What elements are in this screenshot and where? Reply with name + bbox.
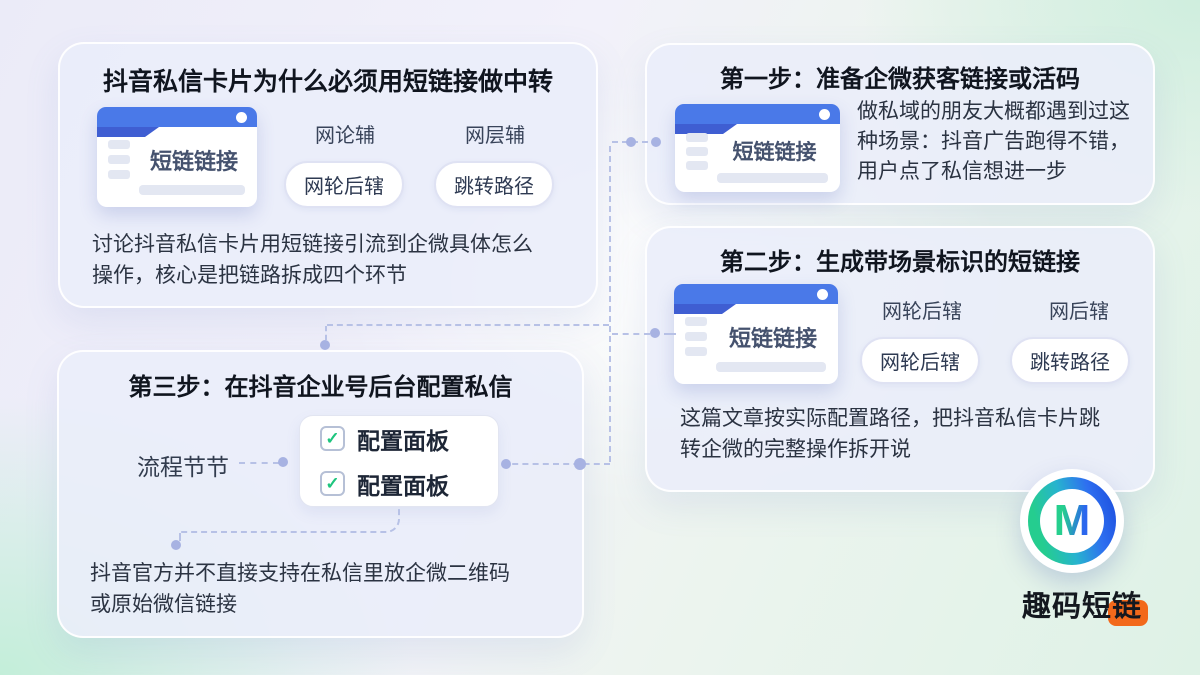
step2-pill-1: 网轮后辖	[860, 337, 980, 384]
connector-dot	[651, 137, 661, 147]
window-header	[97, 107, 257, 127]
connector-step2-stub	[664, 333, 676, 335]
card-step1-title: 第一步：准备企微获客链接或活码	[720, 66, 1080, 93]
window-bottom-bar	[716, 362, 826, 372]
window-tab	[97, 127, 159, 137]
intro-pill-1: 网轮后辖	[284, 161, 404, 208]
step3-body-text: 抖音官方并不直接支持在私信里放企微二维码或原始微信链接	[90, 562, 510, 616]
window-header	[675, 104, 840, 124]
window-text-bars	[108, 140, 130, 179]
connector-panel-to-spine	[502, 463, 610, 465]
window-dot-icon	[817, 289, 828, 300]
config-row: ✓ 配置面板	[320, 467, 478, 501]
brand-name: 趣码短链	[1022, 591, 1143, 623]
brand-logo: M	[1020, 469, 1124, 573]
intro-pill-2: 跳转路径	[434, 161, 554, 208]
connector-dot	[626, 137, 636, 147]
window-dot-icon	[819, 109, 830, 120]
card-step1: 第一步：准备企微获客链接或活码 短链链接 做私域的朋友大概都遇到过这种场景：抖音…	[645, 43, 1155, 205]
card-step3-title: 第三步：在抖音企业号后台配置私信	[128, 374, 513, 401]
shortlink-window-illustration: 短链链接	[674, 284, 838, 384]
window-label: 短链链接	[732, 141, 817, 164]
checkbox-checked-icon: ✓	[320, 471, 345, 496]
logo-gradient-ring-icon: M	[1028, 477, 1116, 565]
panel-connector-dot	[171, 540, 181, 550]
intro-tag-2: 网层辅	[465, 125, 525, 147]
window-label: 短链链接	[149, 149, 238, 174]
window-label: 短链链接	[728, 326, 817, 351]
window-bottom-bar	[717, 173, 828, 183]
step2-body-text: 这篇文章按实际配置路径，把抖音私信卡片跳转企微的完整操作拆开说	[680, 407, 1100, 461]
window-bottom-bar	[139, 185, 245, 195]
window-text-bars	[686, 133, 708, 170]
connector-step3-stub	[325, 326, 327, 340]
step2-tag-1: 网轮后辖	[882, 301, 962, 323]
card-step2: 第二步：生成带场景标识的短链接 短链链接 网轮后辖 网后辖 网轮后辖 跳转路径 …	[645, 226, 1155, 492]
connector-dot	[650, 328, 660, 338]
step1-body-text: 做私域的朋友大概都遇到过这种场景：抖音广告跑得不错，用户点了私信想进一步	[857, 100, 1130, 183]
shortlink-window-illustration: 短链链接	[675, 104, 840, 192]
window-text-bars	[685, 317, 707, 356]
config-row: ✓ 配置面板	[320, 422, 478, 456]
connector-dot	[320, 340, 330, 350]
intro-body-text: 讨论抖音私信卡片用短链接引流到企微具体怎么操作，核心是把链路拆成四个环节	[92, 233, 533, 287]
connector-spine-to-step2	[612, 333, 650, 335]
card-intro: 抖音私信卡片为什么必须用短链接做中转 短链链接 网论辅 网层辅 网轮后辖 跳转路…	[58, 42, 598, 308]
step2-tag-2: 网后辖	[1049, 301, 1109, 323]
window-tab	[675, 124, 737, 134]
config-row-label: 配置面板	[357, 472, 449, 499]
flow-label: 流程节节	[137, 454, 229, 480]
logo-m-icon: M	[1053, 496, 1091, 545]
card-step2-title: 第二步：生成带场景标识的短链接	[720, 249, 1080, 276]
window-tab	[674, 304, 736, 314]
connector-dot	[574, 458, 586, 470]
config-panel: ✓ 配置面板 ✓ 配置面板	[299, 415, 499, 507]
config-row-label: 配置面板	[357, 427, 449, 454]
step2-pill-2: 跳转路径	[1010, 337, 1130, 384]
checkbox-checked-icon: ✓	[320, 426, 345, 451]
intro-tag-1: 网论辅	[315, 125, 375, 147]
window-dot-icon	[236, 112, 247, 123]
connector-spine-to-step3	[327, 324, 609, 326]
panel-connector-elbow	[180, 509, 400, 533]
panel-connector-stub	[179, 533, 181, 541]
flow-connector-dot	[278, 457, 288, 467]
card-step3: 第三步：在抖音企业号后台配置私信 流程节节 ✓ 配置面板 ✓ 配置面板 抖音官方…	[57, 350, 584, 638]
brand-orange-tag	[1108, 600, 1148, 626]
flow-connector-line	[239, 462, 279, 464]
window-header	[674, 284, 838, 304]
card-intro-title: 抖音私信卡片为什么必须用短链接做中转	[102, 68, 553, 96]
connector-vertical-spine	[609, 146, 611, 462]
logo-inner-circle: M	[1040, 489, 1104, 553]
shortlink-window-illustration: 短链链接	[97, 107, 257, 207]
connector-dot	[501, 459, 511, 469]
